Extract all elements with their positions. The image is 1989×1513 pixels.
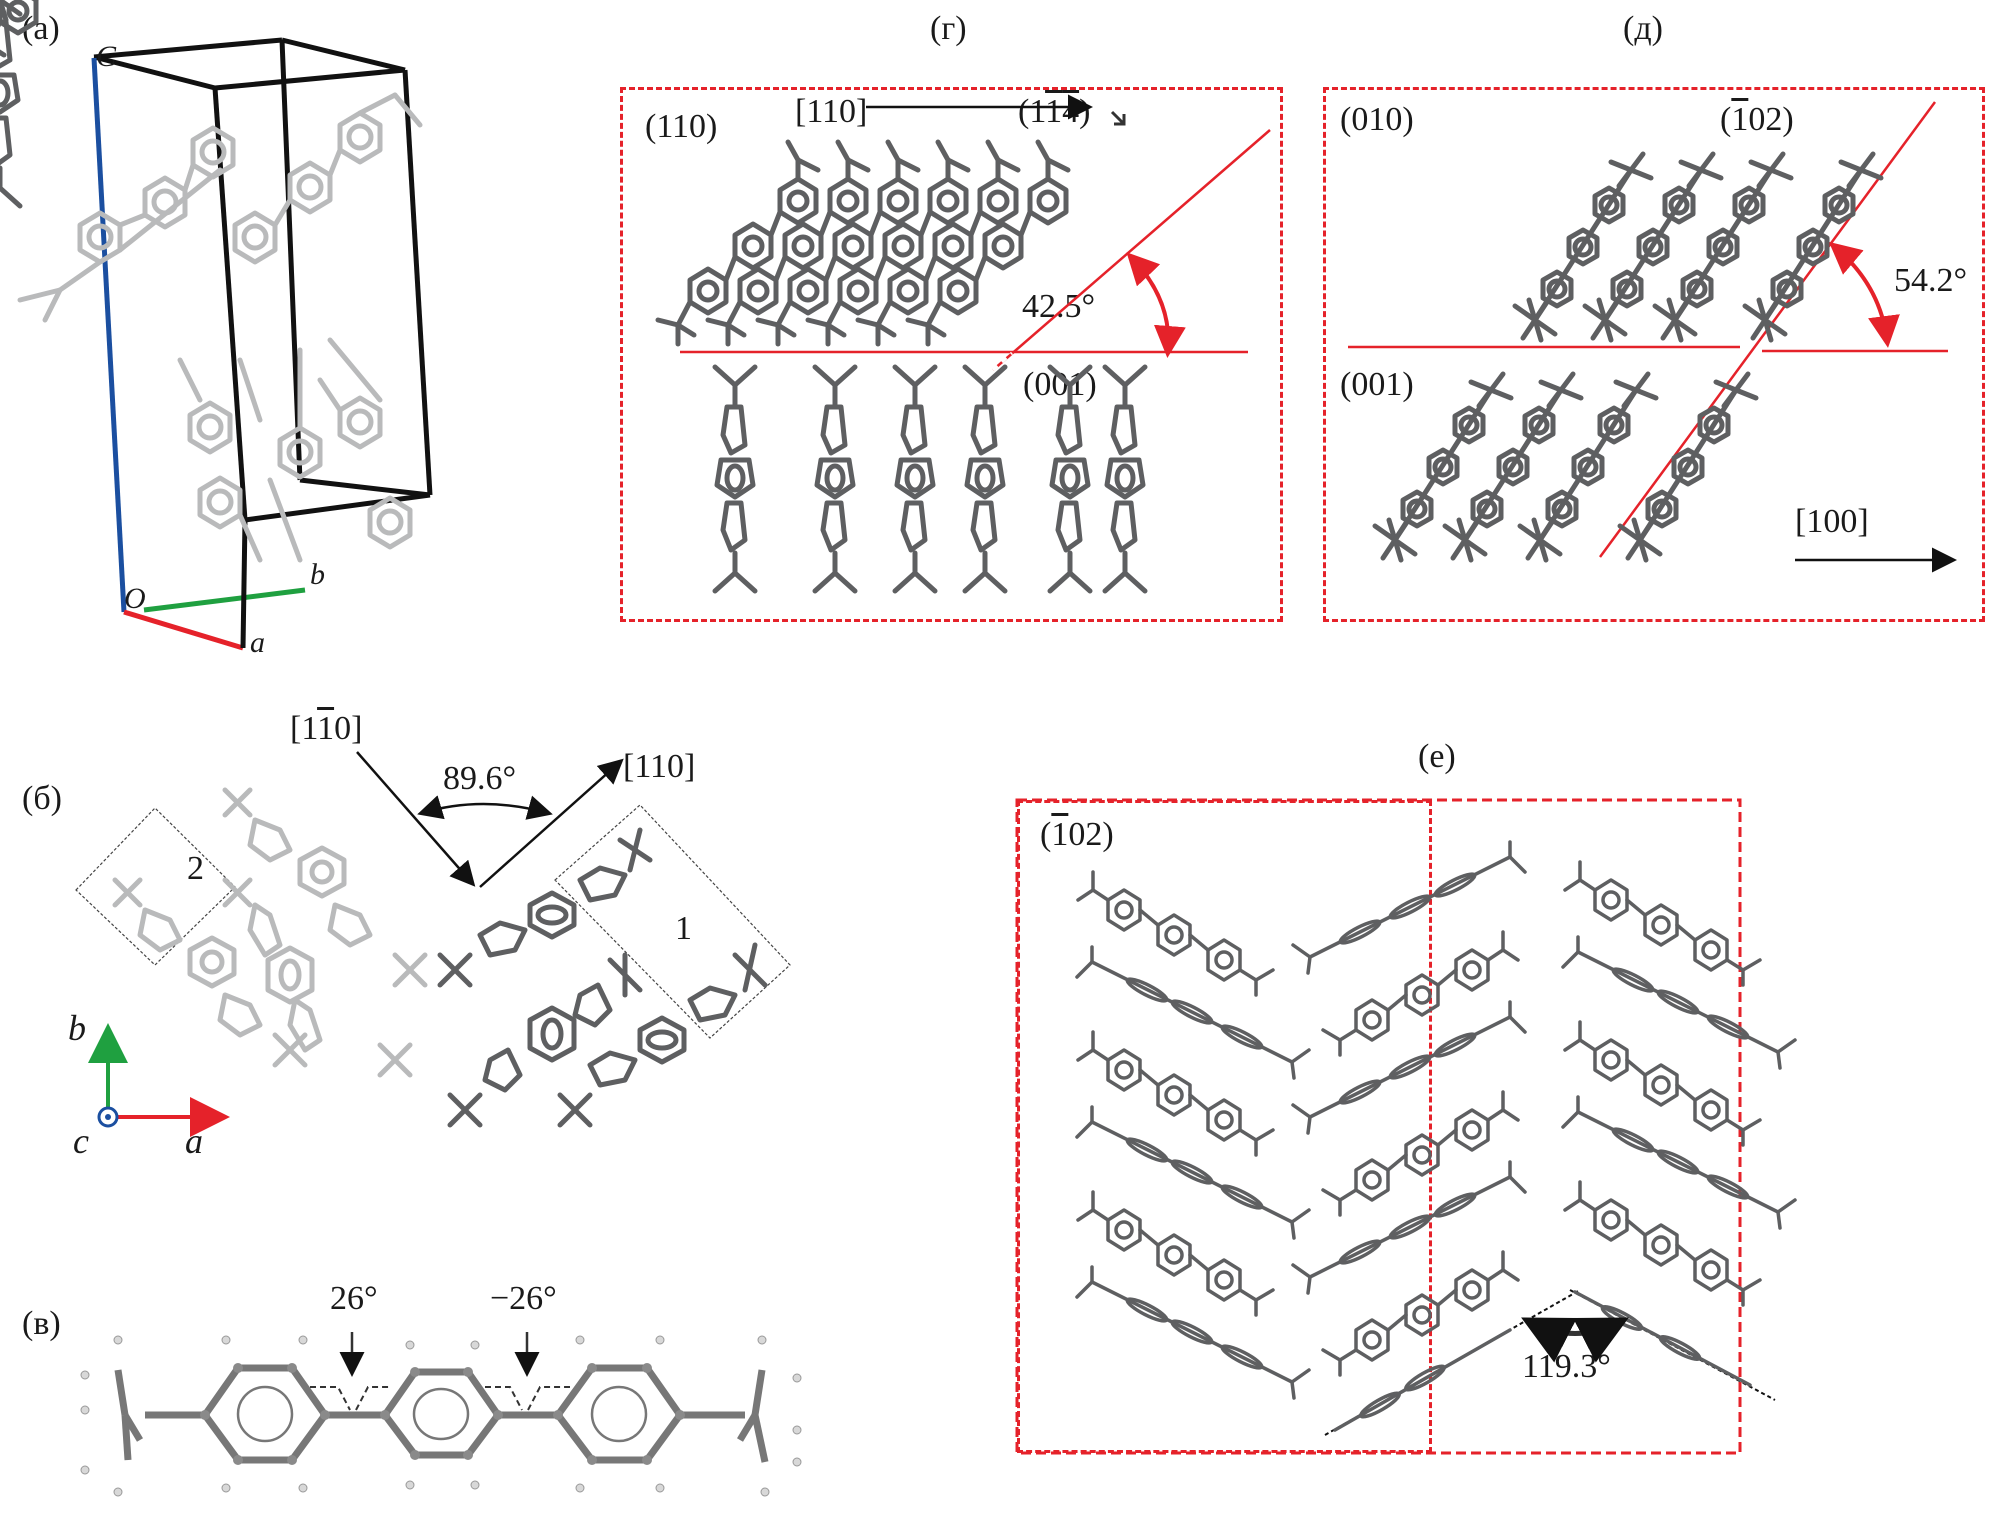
group-1-molecules [437, 827, 768, 1128]
cell-molecules-upper [17, 92, 423, 323]
herringbone-pair [1333, 1290, 1752, 1432]
torsion-26-label: 26° [330, 1280, 378, 1317]
overbar-digit: 1 [317, 710, 335, 747]
molecule-column-right [1561, 860, 1797, 1307]
layer-molecules-d [0, 0, 1881, 560]
angle-54-2-label: 54.2° [1894, 262, 1968, 299]
axis-origin-label: O [124, 582, 146, 615]
axis-b-label-b: b [68, 1008, 86, 1048]
direction-100-label: [100] [1795, 503, 1869, 540]
panel-e-frame-outline [1015, 798, 1742, 1455]
overbar-digit: 1 [1051, 816, 1069, 853]
c-axis-line [91, 57, 127, 613]
unit-cell-box [93, 37, 433, 523]
group-2-label: 2 [187, 850, 204, 887]
panel-d-label: (д) [1623, 10, 1663, 47]
b-axis-line [143, 587, 306, 613]
group-1-label: 1 [675, 910, 692, 947]
angle-arc-119-3 [1521, 1317, 1629, 1363]
axis-c-label-b: c [73, 1121, 89, 1161]
direction-1-bar1-0-arrow [356, 751, 476, 887]
panel-e-label: (е) [1418, 738, 1456, 775]
angle-arc-89-6 [417, 795, 553, 820]
axis-b-label: b [310, 558, 325, 591]
panel-v-label: (в) [22, 1305, 61, 1342]
axis-a-label: a [250, 626, 265, 659]
a-axis-line [123, 609, 244, 651]
aromatic-rings [236, 1385, 648, 1443]
angle-arc-42-5 [1126, 252, 1186, 358]
small-arrow-icon [1110, 110, 1126, 126]
layer-molecules-lower [0, 0, 1145, 591]
panel-g-label: (г) [930, 10, 967, 47]
molecule-column-left [1075, 870, 1311, 1400]
angle-42-5-label: 42.5° [1022, 288, 1096, 325]
plane-110-label: (110) [645, 108, 718, 145]
angle-89-6-label: 89.6° [443, 760, 517, 797]
panel-b-label: (б) [22, 780, 62, 817]
plane-010-label: (010) [1340, 101, 1414, 138]
angle-arc-54-2 [1828, 241, 1900, 348]
direction-110-label: [110] [795, 93, 868, 130]
layer-molecules-upper [0, 0, 1068, 344]
atom-markers [200, 1363, 685, 1465]
hydrogen-markers [80, 1335, 802, 1497]
overbar-digit: 1 [1045, 93, 1063, 130]
direction-110-arrow-b [479, 758, 624, 888]
direction-110-label-b: [110] [623, 748, 696, 785]
plane-bar1-0-2-label-d: (102) [1720, 101, 1794, 138]
overbar-digit: 1 [1731, 101, 1749, 138]
dihedral-dashes [310, 1386, 570, 1411]
plane-1-1-4-line [992, 129, 1271, 371]
plane-bar1-0-2-label-e: (102) [1040, 816, 1114, 853]
group-2-molecules [112, 787, 428, 1078]
molecule-column-middle [1291, 840, 1527, 1377]
torsion-minus-26-label: −26° [490, 1280, 557, 1317]
axis-c-label: C [96, 40, 117, 73]
panel-g-frame [620, 87, 1283, 622]
group-1-box [554, 804, 791, 1039]
direction-1-bar1-0-label: [110] [290, 710, 363, 747]
panel-d-frame [1323, 87, 1985, 622]
cell-molecules-lower [177, 337, 413, 563]
plane-001-label-d: (001) [1340, 366, 1414, 403]
